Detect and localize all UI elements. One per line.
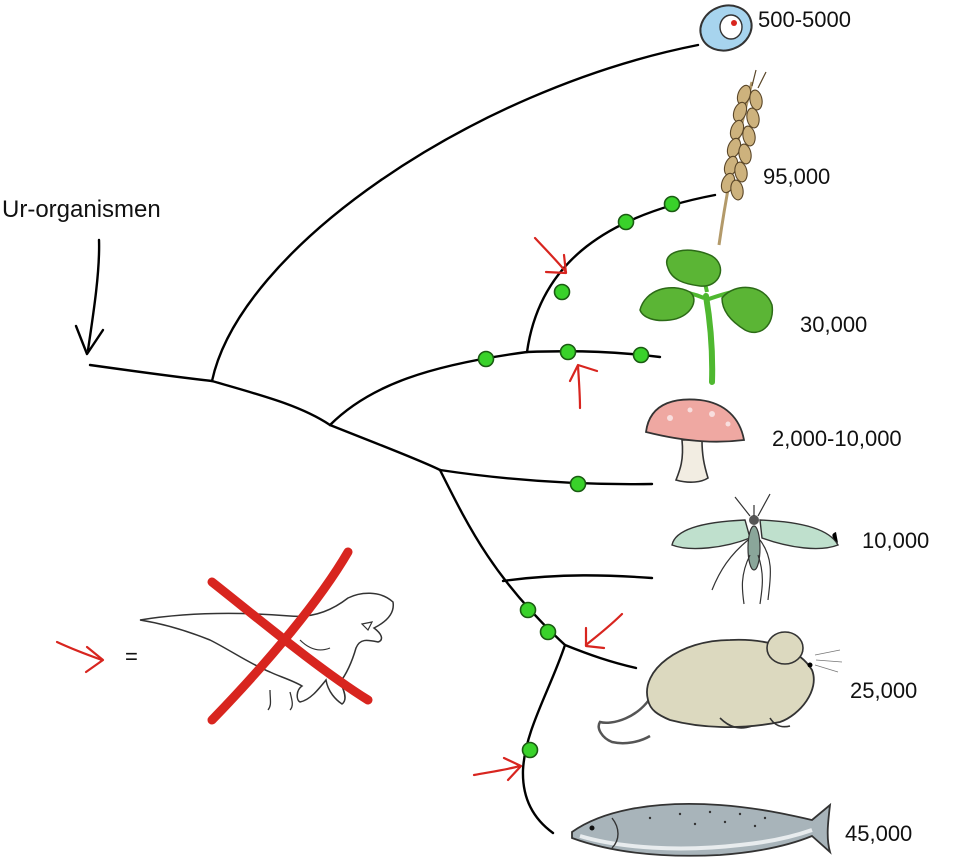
branch-mushroom bbox=[438, 468, 654, 486]
gene-node bbox=[539, 623, 557, 641]
red-arrow-icon bbox=[472, 756, 523, 782]
root-label: Ur-organismen bbox=[2, 196, 161, 223]
wheat-count: 95,000 bbox=[763, 164, 830, 189]
branch-mosquito bbox=[501, 574, 654, 583]
salmon-icon bbox=[571, 802, 832, 857]
amoeba-count: 500-5000 bbox=[758, 7, 851, 32]
root-branch bbox=[88, 363, 214, 383]
gene-node bbox=[519, 601, 537, 619]
red-arrow-icon bbox=[584, 612, 624, 650]
branch-animals bbox=[438, 468, 567, 647]
wheat-icon bbox=[717, 69, 767, 246]
legend: = bbox=[55, 547, 394, 725]
gene-node bbox=[617, 213, 635, 231]
red-arrow-icon bbox=[568, 363, 599, 410]
mushroom-count: 2,000-10,000 bbox=[772, 426, 902, 451]
legend-red-arrow-icon bbox=[55, 640, 105, 674]
gene-node bbox=[569, 475, 587, 493]
gene-node bbox=[663, 195, 681, 213]
root-arrow-icon bbox=[74, 238, 105, 356]
bean-plant-icon bbox=[639, 249, 774, 385]
gene-node bbox=[477, 350, 495, 368]
red-arrow-icon bbox=[533, 236, 568, 275]
gene-node bbox=[632, 346, 650, 364]
branch-vertebrate bbox=[521, 643, 567, 835]
mosquito-icon bbox=[671, 493, 839, 605]
tree-branches bbox=[88, 43, 717, 835]
mouse-icon bbox=[597, 631, 843, 745]
amoeba-icon bbox=[699, 4, 753, 52]
crossed-out-dinosaur-icon bbox=[139, 547, 394, 725]
legend-equals: = bbox=[125, 644, 138, 669]
branch-amoeba bbox=[210, 43, 700, 383]
bean-plant-count: 30,000 bbox=[800, 312, 867, 337]
salmon-count: 45,000 bbox=[845, 821, 912, 846]
mouse-count: 25,000 bbox=[850, 678, 917, 703]
gene-nodes bbox=[477, 195, 681, 759]
mosquito-count: 10,000 bbox=[862, 528, 929, 553]
mushroom-icon bbox=[645, 398, 746, 483]
branch-plants-stem bbox=[328, 350, 529, 427]
branch-animals-fungi bbox=[328, 423, 442, 472]
branch-mouse bbox=[563, 643, 638, 670]
gene-node bbox=[553, 283, 571, 301]
gene-node bbox=[559, 343, 577, 361]
branch-main-lower bbox=[210, 379, 332, 427]
red-arrows bbox=[472, 236, 624, 782]
gene-node bbox=[521, 741, 539, 759]
